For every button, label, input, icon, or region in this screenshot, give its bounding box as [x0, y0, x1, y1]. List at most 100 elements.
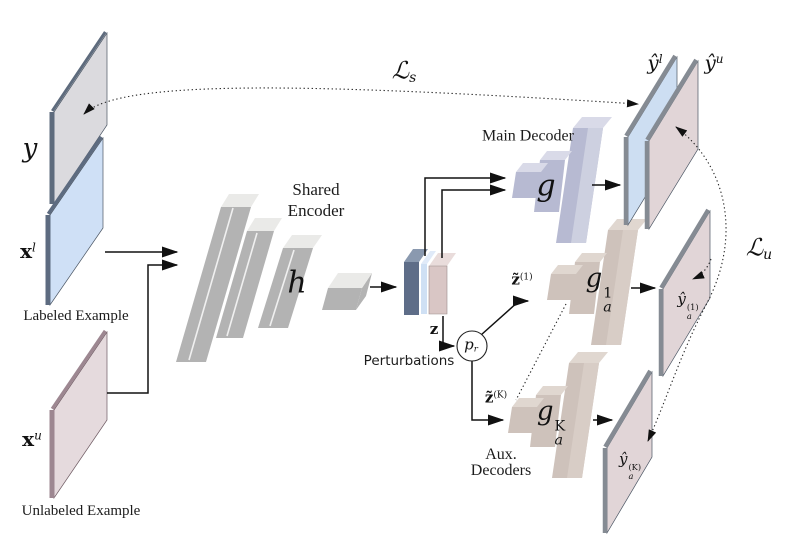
label-yaK-hat-sub: a	[628, 470, 634, 481]
caption-labeled-example: Labeled Example	[23, 308, 129, 325]
stack-dark-top	[404, 249, 428, 262]
dotted-arcs	[83, 87, 727, 442]
label-yaK-hat: ŷ(K)a	[618, 450, 641, 480]
label-gaK-base: g	[536, 396, 554, 427]
caption-unlabeled-example-text: Unlabeled Example	[21, 503, 141, 520]
arrow-p-to-zK	[471, 361, 505, 426]
label-yl-hat: ŷl	[647, 51, 663, 74]
main-decoder-block	[512, 117, 612, 243]
title-aux-decoders-line1: Aux.	[485, 446, 517, 463]
label-h-base: h	[287, 265, 307, 301]
label-ga1-sup: 1	[603, 285, 613, 302]
main-decoder-step2-face	[534, 160, 565, 212]
label-g-base: g	[536, 168, 556, 204]
arrow-xu-to-encoder	[107, 259, 179, 394]
aux1-slab-light	[606, 230, 638, 345]
label-g: g	[536, 170, 555, 202]
aux1-step1-face	[547, 274, 576, 300]
main-decoder-slab-light	[571, 128, 603, 243]
aux1-step2-top	[575, 253, 607, 262]
arrow-z-to-main-decoder-2	[441, 184, 507, 258]
label-yaK-hat-base: ŷ	[618, 450, 628, 469]
aux-decoders-ellipsis-line	[515, 303, 567, 401]
auxK-step1-top	[512, 398, 544, 407]
plane-xl-top-edge	[46, 135, 103, 215]
label-yu-hat: ŷu	[704, 50, 724, 75]
bottleneck-stack-z	[404, 249, 456, 315]
plane-yl-top-edge	[624, 54, 678, 138]
title-main-decoder-text: Main Decoder	[482, 127, 574, 145]
arrow-z-to-perturbation	[438, 316, 456, 352]
stack-blue-face	[421, 264, 427, 314]
label-pr-sub: r	[473, 344, 478, 355]
label-yu-hat-base: ŷ	[704, 50, 716, 75]
label-loss-ls: ℒs	[392, 58, 416, 85]
label-xl: xl	[20, 241, 36, 263]
label-z1: z̃(1)	[511, 270, 533, 290]
encoder-slab3-top	[283, 235, 322, 248]
encoder-slab2-spine	[226, 232, 258, 337]
label-yaK-scripts: (K)a	[628, 463, 641, 480]
plane-y-top-edge	[51, 31, 107, 112]
encoder-slab2-face	[216, 231, 274, 338]
label-y-base: y	[22, 133, 38, 164]
label-ya1-scripts: (1)a	[687, 303, 699, 320]
stack-dark-face	[404, 262, 419, 315]
label-lu-sub: u	[763, 246, 773, 263]
plane-xu-face	[53, 330, 108, 500]
label-loss-lu: ℒu	[746, 235, 772, 262]
caption-labeled-example-text: Labeled Example	[23, 308, 129, 325]
stack-pink-face	[428, 265, 448, 315]
title-aux-decoders-line2: Decoders	[470, 462, 532, 479]
unlabeled-input-plane-xu	[49, 329, 108, 500]
arrow-z-to-main-decoder-1	[424, 172, 507, 256]
label-ga1-sub: a	[603, 299, 612, 316]
label-ya1-hat-sub: a	[686, 310, 692, 321]
main-decoder-step1-top	[516, 163, 548, 172]
output-plane-yaK	[602, 369, 653, 535]
label-gaK-sup: K	[554, 418, 566, 435]
arc-supervised-loss	[83, 87, 640, 115]
label-zK-base: z̃	[484, 388, 494, 407]
plane-yaK-top-edge	[603, 369, 653, 449]
encoder-slab3-face	[258, 248, 313, 328]
label-xu-sup: u	[34, 428, 42, 443]
label-ya1-hat-base: ŷ	[677, 290, 686, 309]
encoder-slab1-top	[221, 194, 259, 207]
perturbation-node-circle	[456, 330, 488, 362]
main-decoder-slab-top	[573, 117, 612, 128]
encoder-slab4-top	[328, 273, 372, 288]
label-yl-hat-sup: l	[658, 51, 663, 66]
label-z1-sup: (1)	[519, 272, 533, 283]
label-yu-hat-sup: u	[715, 51, 724, 66]
labeled-input-plane-xl	[45, 135, 104, 307]
auxK-slab-light	[567, 363, 599, 478]
encoder-slab3-spine	[269, 249, 295, 327]
label-gaK-sub: a	[554, 432, 564, 449]
label-h: h	[287, 267, 306, 299]
stack-pink-top	[429, 253, 456, 266]
title-shared-encoder-line1: Shared	[292, 180, 340, 199]
arrow-p-to-z1	[480, 295, 530, 336]
label-ls-base: ℒ	[391, 56, 410, 85]
label-ya1-hat: ŷ(1)a	[677, 290, 699, 320]
label-yaK-hat-sup: (K)	[628, 462, 642, 473]
ground-truth-plane-y	[49, 31, 108, 206]
encoder-slab4-face	[322, 288, 362, 310]
label-lu-base: ℒ	[745, 233, 764, 262]
encoder-slab2-top	[247, 218, 282, 231]
label-z1-base: z̃	[511, 270, 520, 289]
label-ya1-hat-sup: (1)	[686, 302, 699, 313]
label-xu: xu	[22, 429, 42, 451]
main-decoder-step2-top	[540, 151, 572, 160]
plane-xu-top-edge	[50, 329, 107, 410]
solid-arrows	[105, 172, 657, 426]
aux1-step2-face	[569, 262, 600, 314]
auxK-step1-face	[508, 407, 537, 433]
